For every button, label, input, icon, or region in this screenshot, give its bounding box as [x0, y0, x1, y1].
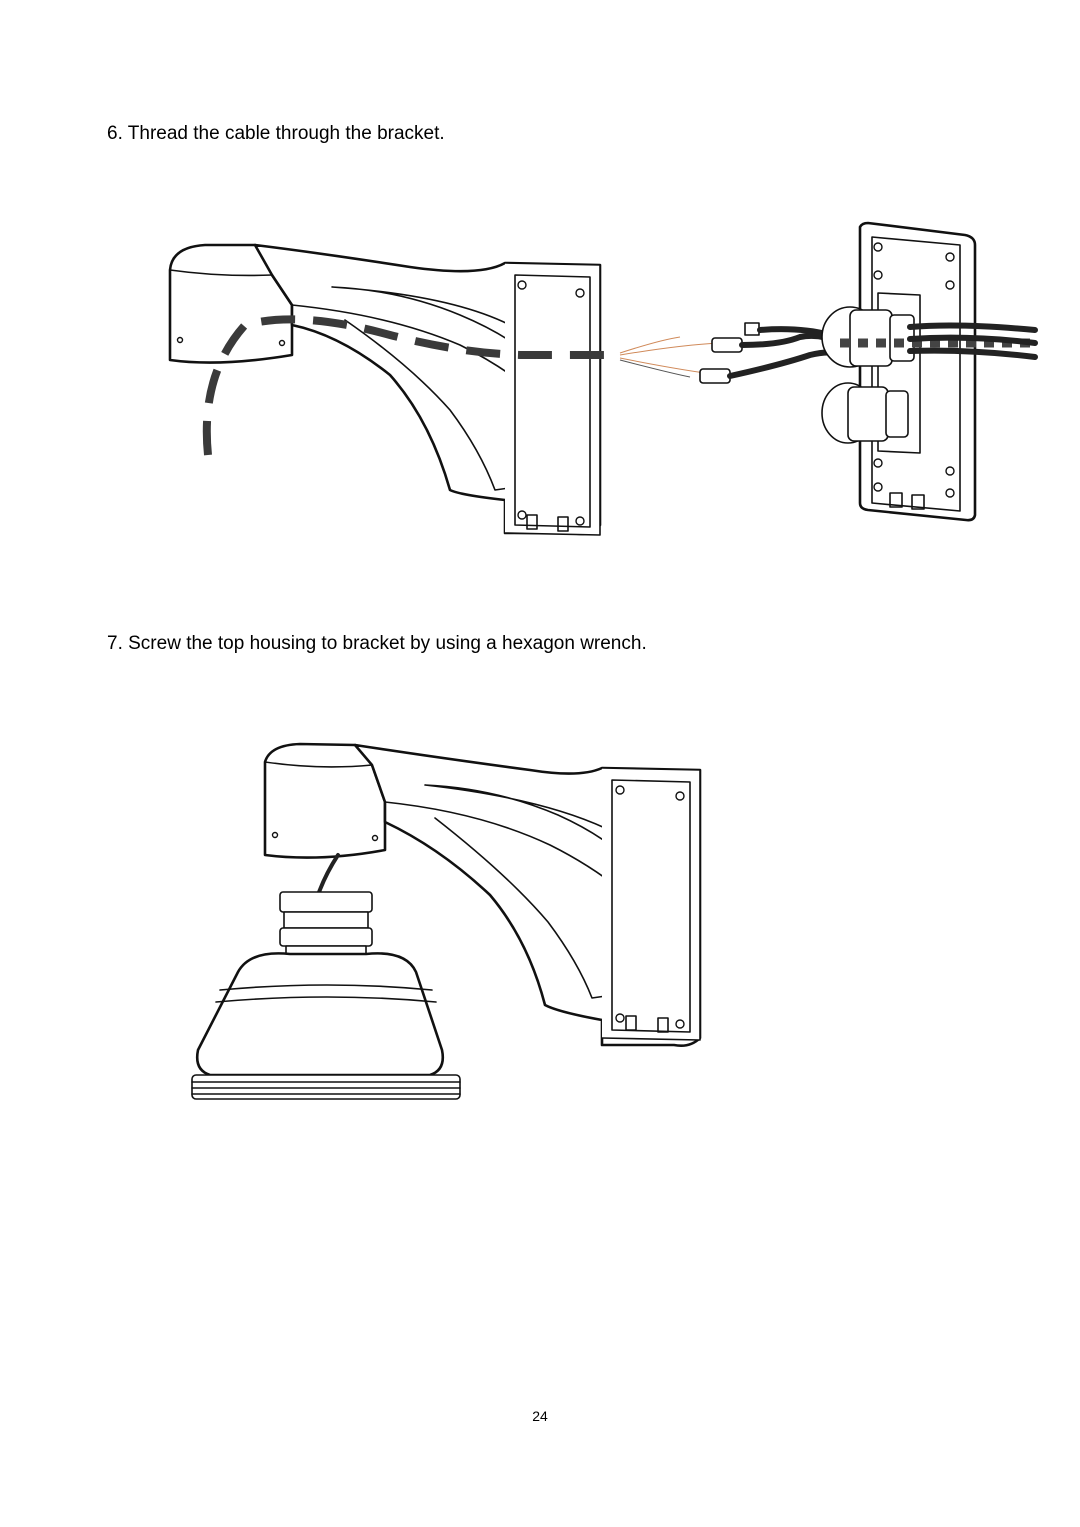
housing-to-bracket-illustration	[191, 742, 702, 1100]
bracket-wall-plate	[601, 767, 701, 1041]
bracket-wall-plate	[504, 262, 601, 536]
connector-plug-2	[699, 368, 731, 384]
cable-route-dashed	[202, 315, 620, 456]
step-7-instruction: 7. Screw the top housing to bracket by u…	[107, 633, 647, 654]
top-housing	[191, 891, 461, 1100]
cable-gland-lower	[821, 382, 909, 444]
step-6-instruction: 6. Thread the cable through the bracket.	[107, 123, 445, 144]
cable	[316, 853, 340, 897]
bracket-cable-threading-illustration	[168, 221, 1038, 536]
page-number: 24	[532, 1408, 548, 1424]
junction-wall-plate	[858, 221, 977, 522]
connector-small	[744, 322, 760, 336]
connector-plug-1	[711, 337, 743, 353]
cable-gland-upper	[821, 306, 915, 368]
